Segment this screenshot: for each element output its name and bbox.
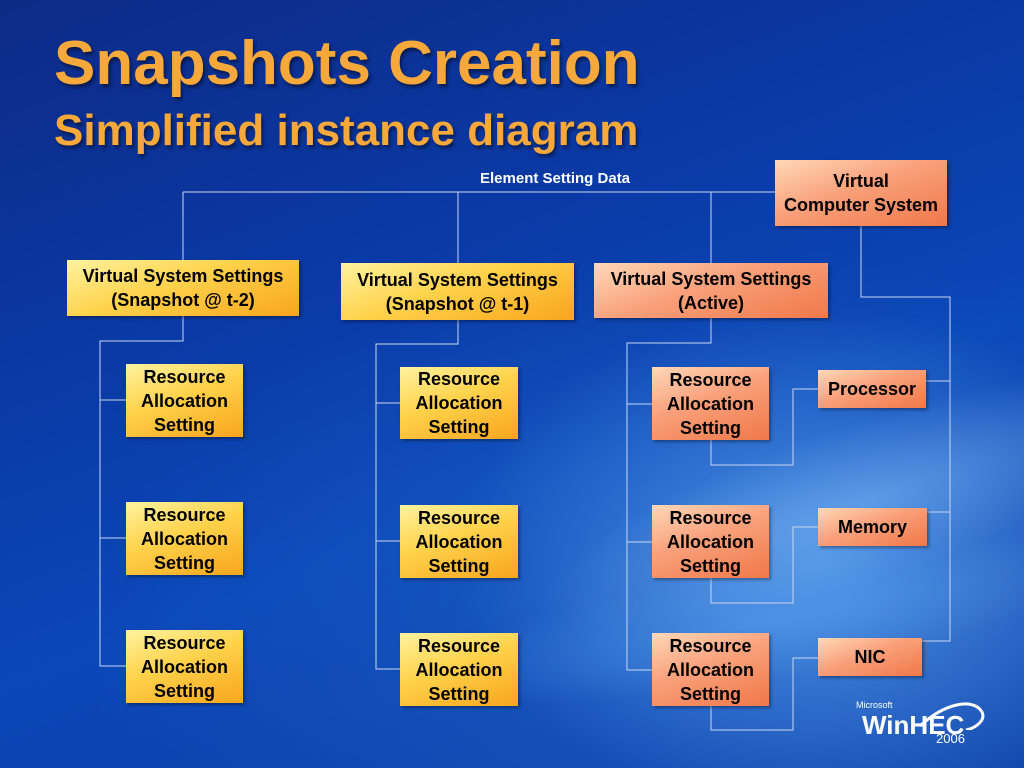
resource-allocation-setting-box: Resource Allocation Setting xyxy=(400,367,518,439)
slide-subtitle: Simplified instance diagram xyxy=(54,106,639,155)
box-label: Resource Allocation Setting xyxy=(415,635,503,704)
box-label: Virtual System Settings (Snapshot @ t-2) xyxy=(82,266,284,310)
logo-swoosh-icon xyxy=(918,702,985,730)
box-label: Resource Allocation Setting xyxy=(140,366,228,435)
resource-allocation-setting-box: Resource Allocation Setting xyxy=(652,633,769,706)
box-label: Virtual System Settings (Snapshot @ t-1) xyxy=(357,269,558,314)
box-label: Resource Allocation Setting xyxy=(415,507,503,576)
tree-middle xyxy=(375,320,459,670)
slide-title: Snapshots Creation xyxy=(54,29,640,98)
logo-brand: Microsoft xyxy=(856,700,893,710)
vss-active-box: Virtual System Settings (Active) xyxy=(594,263,828,318)
memory-box: Memory xyxy=(818,508,927,546)
vss-snapshot-t1-box: Virtual System Settings (Snapshot @ t-1) xyxy=(341,263,574,320)
ras-processor-link xyxy=(710,388,818,466)
box-label: Processor xyxy=(827,379,917,399)
element-setting-data-line xyxy=(182,191,775,263)
ras-memory-link xyxy=(710,526,818,604)
box-label: Resource Allocation Setting xyxy=(140,632,228,701)
winhec-logo: Microsoft WinHEC 2006 xyxy=(856,700,986,750)
ras-nic-link xyxy=(710,657,818,731)
resource-allocation-setting-box: Resource Allocation Setting xyxy=(400,633,518,706)
logo-year: 2006 xyxy=(936,731,965,746)
resource-allocation-setting-box: Resource Allocation Setting xyxy=(400,505,518,578)
box-label: Virtual Computer System xyxy=(783,171,939,215)
tree-left xyxy=(99,316,184,667)
resource-allocation-setting-box: Resource Allocation Setting xyxy=(126,364,243,437)
box-label: Resource Allocation Setting xyxy=(140,504,228,573)
vcs-connector xyxy=(860,226,951,642)
nic-box: NIC xyxy=(818,638,922,676)
box-label: Virtual System Settings (Active) xyxy=(610,268,812,313)
processor-box: Processor xyxy=(818,370,926,408)
resource-allocation-setting-box: Resource Allocation Setting xyxy=(126,630,243,703)
resource-allocation-setting-box: Resource Allocation Setting xyxy=(652,367,769,440)
box-label: NIC xyxy=(854,647,886,667)
resource-allocation-setting-box: Resource Allocation Setting xyxy=(126,502,243,575)
box-label: Resource Allocation Setting xyxy=(666,507,754,576)
virtual-computer-system-box: Virtual Computer System xyxy=(775,160,947,226)
box-label: Resource Allocation Setting xyxy=(666,635,754,704)
box-label: Resource Allocation Setting xyxy=(666,369,754,438)
box-label: Memory xyxy=(837,517,908,537)
vss-snapshot-t2-box: Virtual System Settings (Snapshot @ t-2) xyxy=(67,260,299,316)
element-setting-data-label: Element Setting Data xyxy=(480,170,631,187)
logo-name: WinHEC xyxy=(862,710,965,740)
tree-right xyxy=(626,318,712,671)
resource-allocation-setting-box: Resource Allocation Setting xyxy=(652,505,769,578)
box-label: Resource Allocation Setting xyxy=(415,369,503,437)
